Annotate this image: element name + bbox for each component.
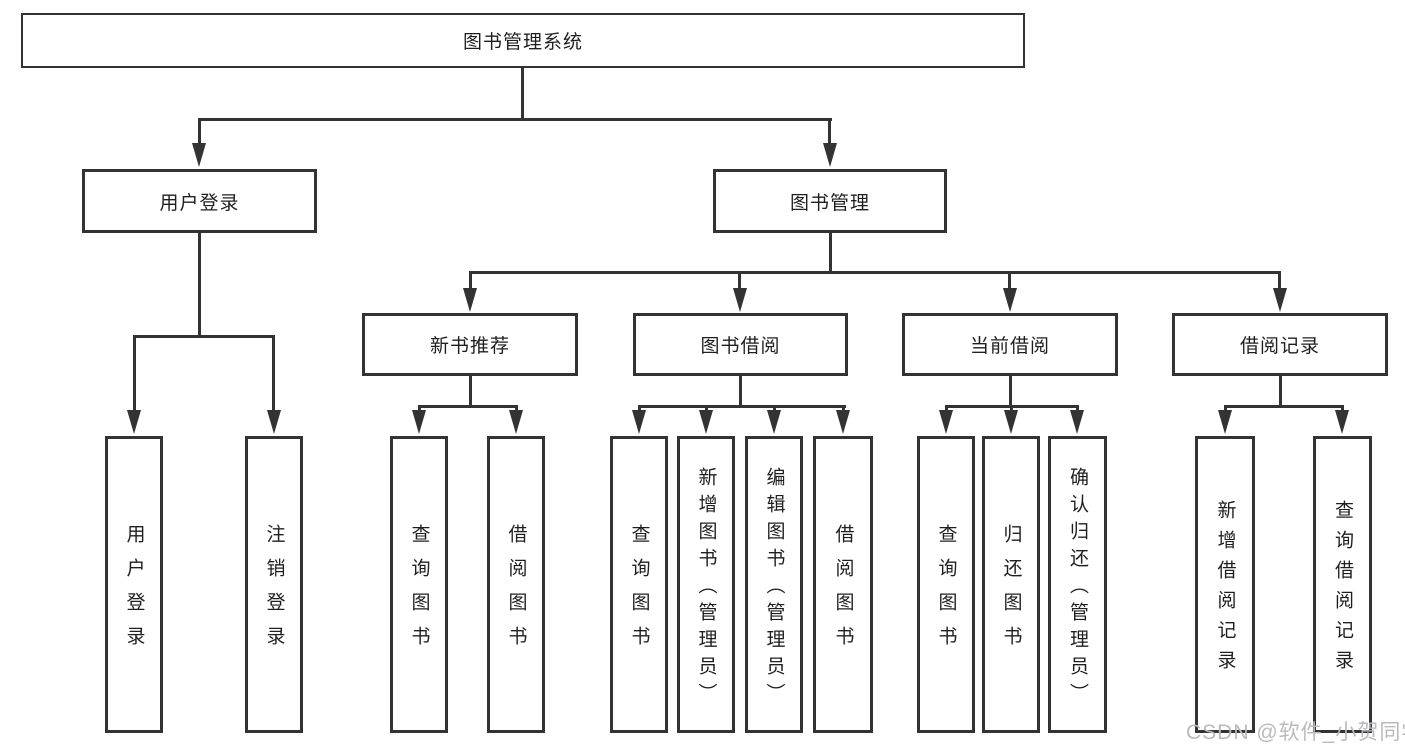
arrowhead-down-icon <box>939 410 953 434</box>
arrowhead-down-icon <box>699 410 713 434</box>
arrowhead-down-icon <box>127 410 141 434</box>
node-current-borrow: 当前借阅 <box>902 313 1118 376</box>
leaf-edit-book-admin: 编辑图书（管理员） <box>745 436 803 733</box>
connector-vline <box>1010 405 1013 412</box>
connector-hline <box>198 118 832 121</box>
csdn-watermark: CSDN @软件_小贺同学 <box>1186 721 1405 744</box>
connector-vline <box>739 376 742 405</box>
leaf-add-book-admin: 新增图书（管理员） <box>677 436 735 733</box>
arrowhead-down-icon <box>192 143 206 167</box>
connector-hline <box>133 335 275 338</box>
node-book-management: 图书管理 <box>713 169 947 233</box>
arrowhead-down-icon <box>767 410 781 434</box>
arrowhead-down-icon <box>733 288 747 312</box>
leaf-confirm-return-admin: 确认归还（管理员） <box>1048 436 1107 733</box>
arrowhead-down-icon <box>1003 288 1017 312</box>
connector-hline <box>638 405 846 408</box>
connector-hline <box>418 405 518 408</box>
leaf-add-borrow-record: 新增借阅记录 <box>1195 436 1255 733</box>
leaf-query-borrow-record: 查询借阅记录 <box>1313 436 1372 733</box>
arrowhead-down-icon <box>823 143 837 167</box>
connector-vline <box>829 233 832 271</box>
node-new-book-recommend: 新书推荐 <box>362 313 578 376</box>
connector-vline <box>1008 271 1011 289</box>
node-user-login: 用户登录 <box>82 169 317 233</box>
connector-vline <box>828 118 831 145</box>
connector-vline <box>1341 405 1344 412</box>
leaf-borrow-books: 借阅图书 <box>813 436 873 733</box>
arrowhead-down-icon <box>509 410 523 434</box>
arrowhead-down-icon <box>836 410 850 434</box>
node-book-borrow: 图书借阅 <box>633 313 848 376</box>
arrowhead-down-icon <box>1218 410 1232 434</box>
connector-vline <box>521 68 524 118</box>
connector-vline <box>705 405 708 412</box>
connector-vline <box>1076 405 1079 412</box>
arrowhead-down-icon <box>1273 288 1287 312</box>
arrowhead-down-icon <box>267 410 281 434</box>
connector-vline <box>1279 376 1282 405</box>
leaf-user-login: 用户登录 <box>105 436 163 733</box>
connector-hline <box>469 271 1281 274</box>
connector-vline <box>469 376 472 405</box>
connector-vline <box>945 405 948 412</box>
connector-vline <box>773 405 776 412</box>
connector-vline <box>738 271 741 289</box>
connector-hline <box>1224 405 1344 408</box>
connector-vline <box>418 405 421 412</box>
arrowhead-down-icon <box>412 410 426 434</box>
leaf-return-book: 归还图书 <box>982 436 1040 733</box>
connector-vline <box>272 335 275 410</box>
leaf-logout: 注销登录 <box>245 436 303 733</box>
node-borrow-records: 借阅记录 <box>1172 313 1388 376</box>
node-root: 图书管理系统 <box>21 13 1025 68</box>
leaf-query-books-borrow: 查询图书 <box>610 436 668 733</box>
connector-vline <box>1224 405 1227 412</box>
connector-vline <box>1278 271 1281 289</box>
connector-vline <box>1009 376 1012 405</box>
connector-vline <box>638 405 641 412</box>
connector-vline <box>842 405 845 412</box>
arrowhead-down-icon <box>632 410 646 434</box>
connector-vline <box>515 405 518 412</box>
leaf-query-books-recommend: 查询图书 <box>390 436 448 733</box>
leaf-borrow-books-recommend: 借阅图书 <box>487 436 545 733</box>
connector-vline <box>469 271 472 289</box>
connector-vline <box>198 118 201 145</box>
connector-vline <box>133 335 136 410</box>
arrowhead-down-icon <box>1004 410 1018 434</box>
arrowhead-down-icon <box>463 288 477 312</box>
arrowhead-down-icon <box>1335 410 1349 434</box>
connector-vline <box>198 233 201 335</box>
leaf-query-books-current: 查询图书 <box>917 436 975 733</box>
arrowhead-down-icon <box>1070 410 1084 434</box>
